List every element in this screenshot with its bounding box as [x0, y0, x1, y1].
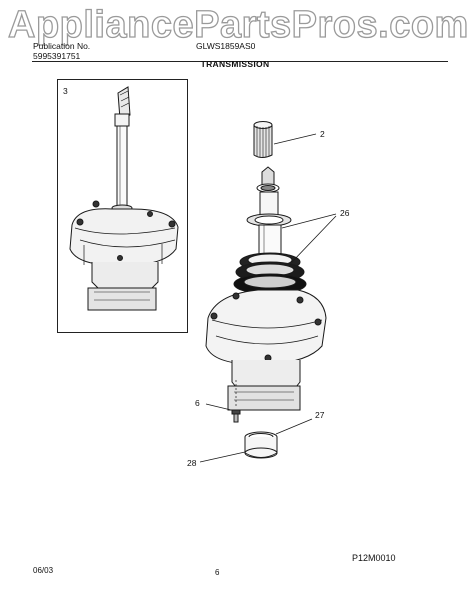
model-number: GLWS1859AS0: [196, 41, 256, 51]
callout-2: 2: [320, 129, 325, 139]
callout-3: 3: [63, 86, 68, 96]
part-6-bolt: [205, 380, 241, 423]
header-rule: [32, 61, 448, 62]
callout-27: 27: [315, 410, 325, 420]
diagram-title: TRANSMISSION: [200, 59, 270, 69]
callout-28: 28: [187, 458, 197, 468]
footer-date: 06/03: [33, 566, 54, 575]
publication-number: 5995391751: [33, 51, 81, 61]
inset-box: [57, 79, 188, 333]
figure-code: P12M0010: [352, 553, 396, 563]
main-gearcase: [205, 289, 327, 411]
callout-26: 26: [340, 208, 350, 218]
callout-6: 6: [195, 398, 200, 408]
watermark-logo: AppliancePartsPros.com: [7, 3, 469, 46]
publication-label: Publication No.: [33, 41, 91, 51]
page-number: 6: [215, 568, 220, 577]
inset-transmission-assembly: [69, 86, 179, 311]
part-2-spline-coupling: [253, 121, 317, 158]
part-26-seals-shaft: [233, 166, 337, 295]
part-27-28-rings: [199, 418, 313, 463]
